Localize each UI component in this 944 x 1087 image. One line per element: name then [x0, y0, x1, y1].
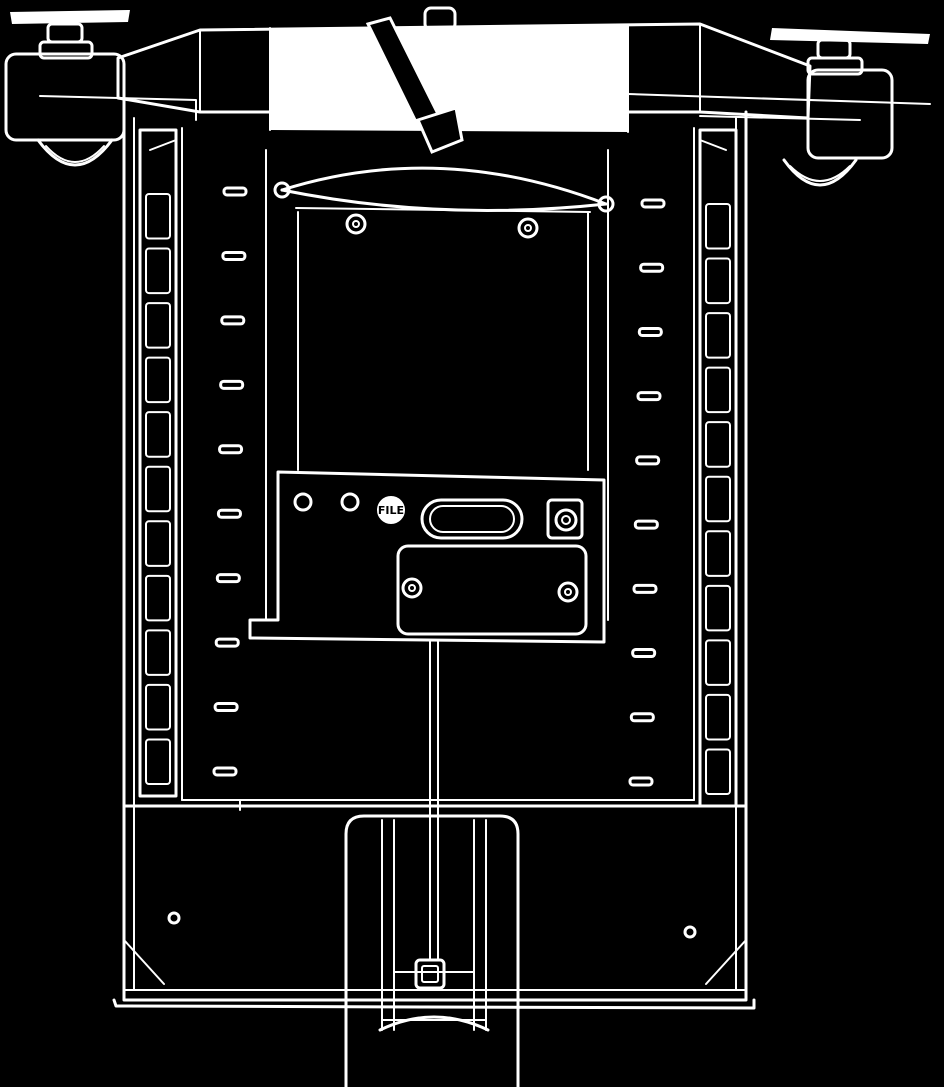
ventilation-window — [145, 520, 171, 567]
ventilation-window — [145, 465, 171, 513]
side-slot — [639, 262, 665, 273]
ventilation-window — [705, 312, 731, 359]
right-wing-nut — [770, 28, 930, 76]
left-ventilation-column — [138, 128, 178, 798]
side-slot — [221, 250, 247, 261]
side-slot — [222, 186, 248, 197]
side-slot — [632, 583, 658, 594]
main-body-frame — [112, 110, 756, 1010]
ventilation-window — [705, 530, 731, 577]
ventilation-window — [705, 475, 731, 523]
side-slot — [216, 508, 242, 519]
ventilation-window — [145, 683, 171, 731]
ventilation-window — [705, 366, 731, 414]
knob-label: FILE — [378, 504, 404, 517]
ventilation-window — [145, 356, 171, 404]
ventilation-window — [705, 584, 731, 632]
base-screw — [167, 911, 181, 925]
side-slot — [212, 766, 238, 777]
side-slot — [213, 702, 239, 713]
ventilation-window — [145, 629, 171, 676]
ventilation-window — [145, 738, 171, 785]
ventilation-window — [705, 257, 731, 305]
side-slot — [214, 637, 240, 648]
lower-plate — [396, 544, 588, 636]
square-socket — [546, 498, 584, 540]
bridge-body — [116, 22, 931, 133]
ventilation-window — [145, 247, 171, 295]
side-slot — [640, 198, 666, 209]
ventilation-window — [145, 193, 171, 240]
side-slot — [628, 776, 654, 787]
side-slot — [218, 444, 244, 455]
side-slot — [631, 648, 657, 659]
right-ventilation-column — [698, 128, 738, 808]
side-slot — [633, 519, 659, 530]
labelled-knob: FILE — [377, 496, 405, 524]
display-window — [420, 498, 524, 540]
center-tray — [344, 814, 520, 1087]
ventilation-window — [705, 693, 731, 741]
central-rod — [429, 639, 439, 961]
lever-handle — [365, 16, 464, 154]
top-head-assembly — [4, 6, 931, 187]
control-panel: FILE — [248, 470, 606, 644]
side-slot — [220, 315, 246, 326]
ventilation-window — [145, 302, 171, 349]
side-slot — [636, 391, 662, 402]
side-slot — [215, 573, 241, 584]
side-slot — [635, 455, 661, 466]
panel-button — [293, 492, 313, 512]
lower-section — [167, 814, 697, 1087]
inner-chamber — [265, 149, 615, 621]
ventilation-window — [705, 203, 731, 250]
chamber-mount-screw — [345, 213, 367, 235]
side-slot — [219, 379, 245, 390]
left-slot-row — [212, 186, 248, 777]
ventilation-window — [705, 639, 731, 686]
left-bearing-housing — [4, 52, 197, 167]
ventilation-window — [145, 411, 171, 458]
base-screw — [683, 925, 697, 939]
side-slot — [637, 326, 663, 337]
ventilation-window — [705, 748, 731, 795]
ventilation-window — [145, 574, 171, 622]
left-wing-nut — [10, 10, 130, 60]
ventilation-window — [705, 421, 731, 468]
right-bearing-housing — [699, 68, 894, 187]
panel-button — [340, 492, 360, 512]
right-slot-row — [628, 198, 666, 787]
side-slot — [629, 712, 655, 723]
chamber-mount-screw — [517, 217, 539, 239]
